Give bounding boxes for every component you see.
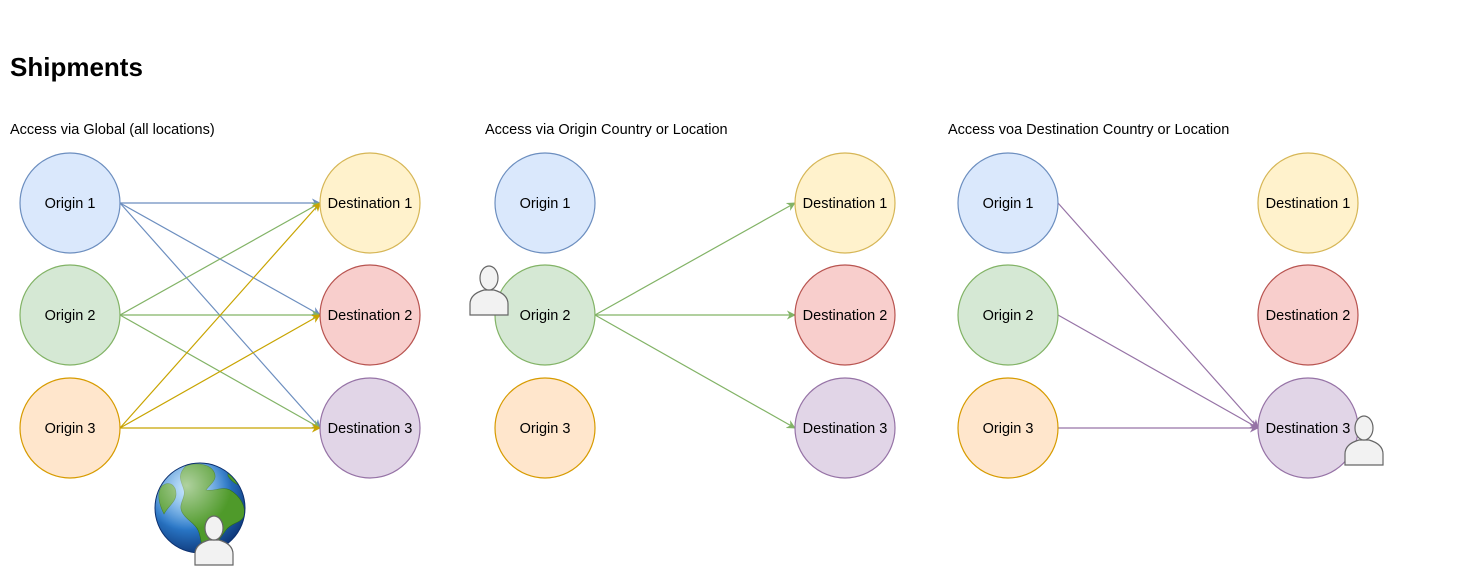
node-group: Origin 1 Origin 2 Origin 3 Destination 1 Des… [19,152,421,479]
node-label: Destination 2 [803,308,888,324]
node-label: Origin 2 [983,308,1034,324]
edge-group [1057,202,1259,433]
node-circle [957,264,1059,366]
origin-node-3: Origin 3 [494,377,596,479]
destination-node-1: Destination 1 [794,152,896,254]
node-label: Origin 1 [45,196,96,212]
edge-group [594,202,796,429]
node-circle [957,377,1059,479]
node-label: Origin 3 [45,421,96,437]
edge-o3-to-d1 [119,202,321,429]
node-label: Origin 3 [983,421,1034,437]
panel-global-access: Access via Global (all locations) Origin… [10,122,421,479]
destination-node-2: Destination 2 [794,264,896,366]
destination-node-1: Destination 1 [1257,152,1359,254]
node-label: Destination 3 [803,421,888,437]
destination-node-3: Destination 3 [1257,377,1359,479]
user-icon [194,515,234,566]
globe-with-user-icon [154,462,246,566]
node-circle [319,377,421,479]
node-label: Destination 1 [803,196,888,212]
origin-node-2: Origin 2 [19,264,121,366]
node-circle [1257,264,1359,366]
panel-label: Access voa Destination Country or Locati… [948,122,1229,138]
node-circle [794,264,896,366]
node-group: Origin 1 Origin 2 Origin 3 Destination 1 Des… [494,152,896,479]
node-circle [319,152,421,254]
destination-node-3: Destination 3 [794,377,896,479]
node-label: Destination 1 [1266,196,1351,212]
node-circle [494,152,596,254]
node-circle [794,377,896,479]
origin-node-3: Origin 3 [19,377,121,479]
panel-label: Access via Origin Country or Location [485,122,728,138]
node-circle [494,377,596,479]
origin-node-3: Origin 3 [957,377,1059,479]
node-circle [19,152,121,254]
node-label: Destination 2 [328,308,413,324]
node-label: Destination 1 [328,196,413,212]
node-label: Origin 2 [520,308,571,324]
user-icon [469,265,509,316]
panel-origin-access: Access via Origin Country or Location Or… [485,122,896,479]
node-label: Destination 2 [1266,308,1351,324]
destination-node-2: Destination 2 [319,264,421,366]
node-circle [957,152,1059,254]
origin-node-1: Origin 1 [957,152,1059,254]
node-label: Origin 1 [520,196,571,212]
globe-icon [154,462,246,554]
edge-o3-to-d2 [119,314,321,429]
node-label: Destination 3 [328,421,413,437]
node-label: Origin 3 [520,421,571,437]
panel-destination-access: Access voa Destination Country or Locati… [948,122,1359,479]
panel-label: Access via Global (all locations) [10,122,215,138]
edge-group [119,198,321,433]
origin-node-1: Origin 1 [19,152,121,254]
node-label: Origin 1 [983,196,1034,212]
edge-o2-to-d1 [119,202,321,316]
node-circle [19,264,121,366]
node-label: Destination 3 [1266,421,1351,437]
origin-node-2: Origin 2 [957,264,1059,366]
edge-o2-to-d3 [594,314,796,429]
destination-node-3: Destination 3 [319,377,421,479]
page-title: Shipments [10,52,143,82]
destination-node-1: Destination 1 [319,152,421,254]
destination-node-2: Destination 2 [1257,264,1359,366]
node-circle [19,377,121,479]
node-label: Origin 2 [45,308,96,324]
node-group: Origin 1 Origin 2 Origin 3 Destination 1 Des… [957,152,1359,479]
node-circle [1257,152,1359,254]
origin-node-2: Origin 2 [494,264,596,366]
user-icon [1344,415,1384,466]
edge-o2-to-d3 [1057,314,1259,429]
edge-o2-to-d1 [594,202,796,316]
node-circle [319,264,421,366]
edge-o1-to-d3 [1057,202,1259,429]
origin-node-1: Origin 1 [494,152,596,254]
node-circle [794,152,896,254]
